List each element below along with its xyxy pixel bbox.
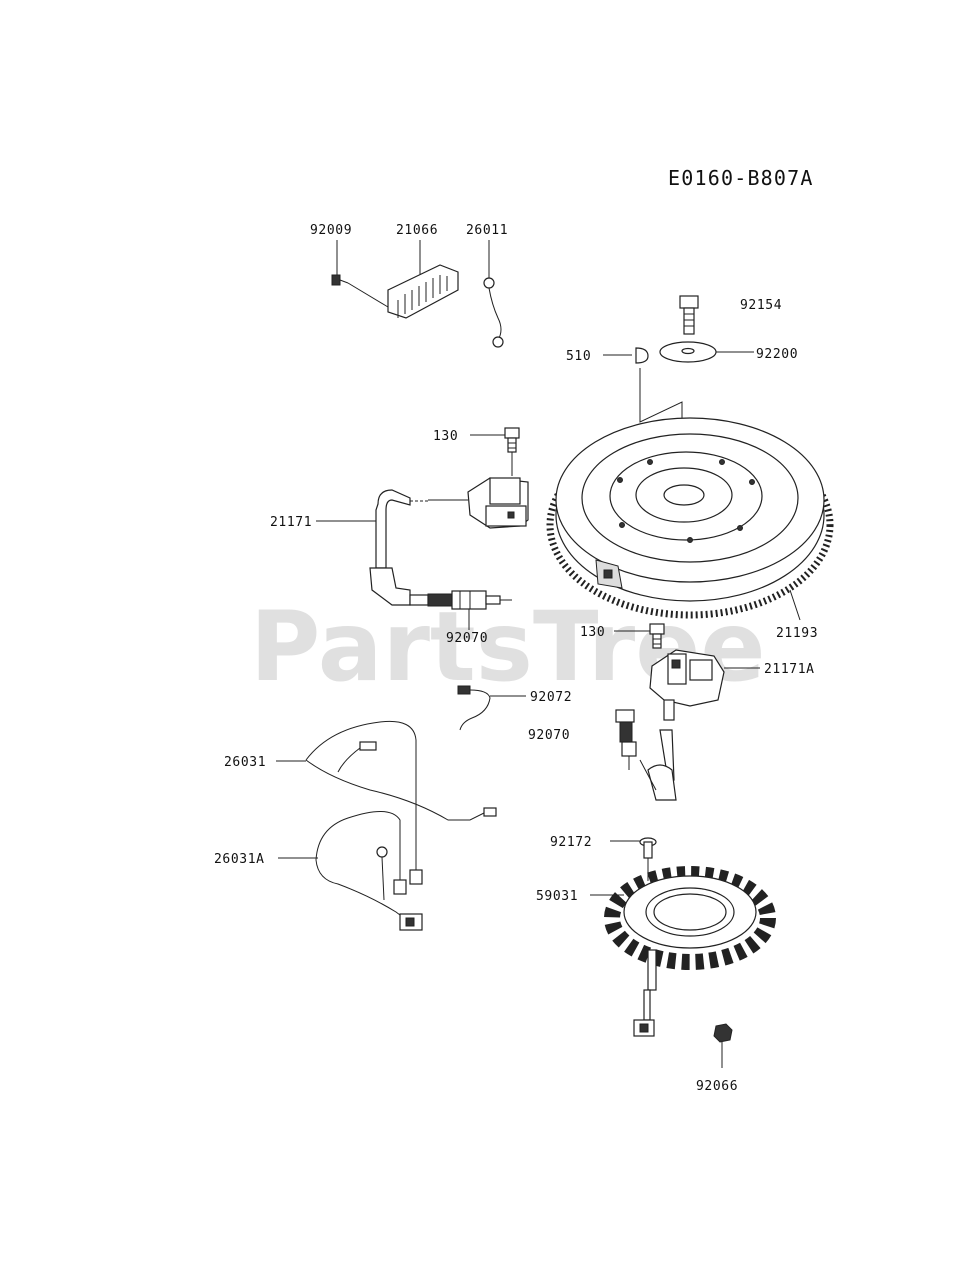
bolt-130-lower[interactable]: [649, 623, 665, 649]
callout-26011: 26011: [466, 223, 508, 238]
bolt-92154[interactable]: [679, 295, 699, 335]
callout-92066: 92066: [696, 1079, 738, 1094]
callout-92070-lower: 92070: [528, 728, 570, 743]
bolt-130-upper[interactable]: [504, 427, 520, 453]
callout-92172: 92172: [550, 835, 592, 850]
callout-92200: 92200: [756, 347, 798, 362]
callout-92154: 92154: [740, 298, 782, 313]
ignition-coil-21171A[interactable]: [639, 649, 725, 801]
callout-92009: 92009: [310, 223, 352, 238]
callout-26031: 26031: [224, 755, 266, 770]
leader-21193: [789, 589, 801, 621]
lead-26011[interactable]: [483, 277, 504, 348]
callout-130-lower: 130: [580, 625, 605, 640]
callout-92072: 92072: [530, 690, 572, 705]
ignition-coil-21171[interactable]: [369, 477, 529, 606]
regulator-21066[interactable]: [387, 264, 459, 319]
callout-92070-upper: 92070: [446, 631, 488, 646]
diagram-code: E0160-B807A: [668, 166, 814, 190]
nut-92066[interactable]: [713, 1023, 733, 1043]
stator-59031[interactable]: [604, 866, 776, 1037]
clip-92072[interactable]: [457, 685, 491, 731]
callout-510: 510: [566, 349, 591, 364]
callout-59031: 59031: [536, 889, 578, 904]
screw-92009[interactable]: [331, 274, 349, 286]
spark-plug-92070-lower[interactable]: [615, 709, 637, 770]
callout-26031A: 26031A: [214, 852, 265, 867]
harness-26031[interactable]: [305, 720, 497, 885]
callout-21193: 21193: [776, 626, 818, 641]
callout-21171: 21171: [270, 515, 312, 530]
callout-21171A: 21171A: [764, 662, 815, 677]
flywheel-21193[interactable]: [546, 417, 834, 619]
callout-21066: 21066: [396, 223, 438, 238]
leader-92009-to-regulator: [347, 282, 389, 308]
key-510[interactable]: [635, 347, 649, 364]
washer-92200[interactable]: [659, 341, 717, 363]
harness-26031A[interactable]: [315, 811, 423, 931]
callout-130-upper: 130: [433, 429, 458, 444]
screw-92172[interactable]: [639, 837, 657, 859]
